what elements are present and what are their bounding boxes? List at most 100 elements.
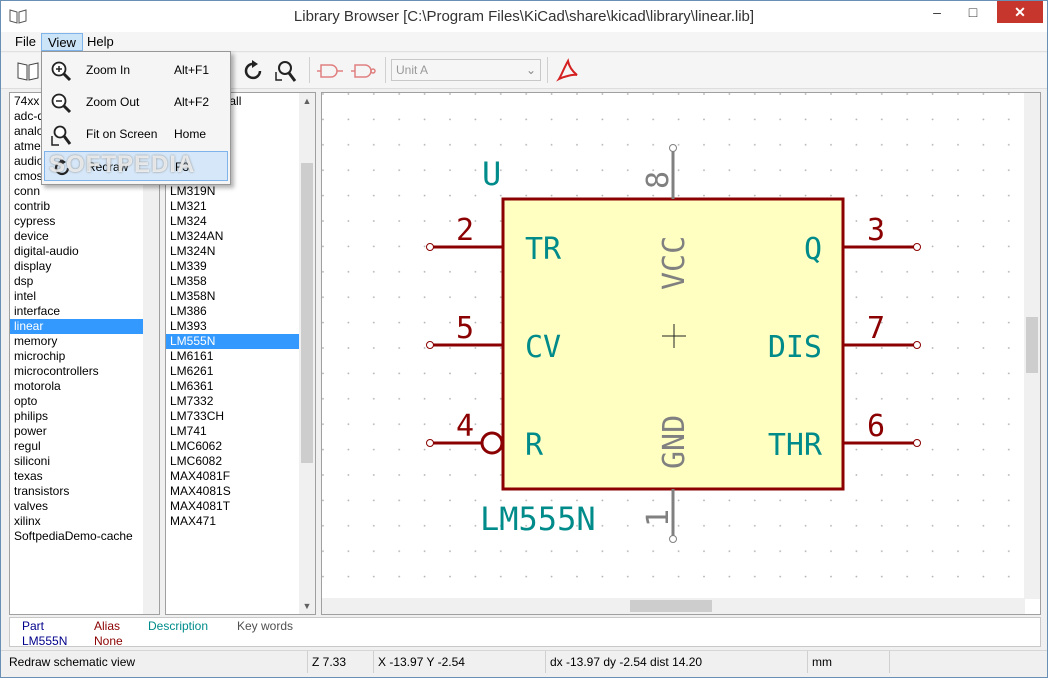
component-list-item[interactable]: LM386 [170, 304, 207, 318]
library-list-item[interactable]: valves [14, 499, 49, 513]
component-list-item[interactable]: LM324AN [170, 229, 224, 243]
library-list-item[interactable]: xilinx [14, 514, 41, 528]
menu-file[interactable]: File [15, 34, 36, 49]
library-list-item[interactable]: cmos [14, 169, 43, 183]
part-header: Part [22, 619, 45, 633]
select-library-icon[interactable] [15, 58, 41, 84]
unit-select-value: Unit A [396, 63, 429, 77]
pin-name: CV [525, 330, 561, 365]
pdf-datasheet-icon[interactable] [555, 58, 581, 84]
menu-item-zoom-in[interactable]: Zoom In Alt+F1 [44, 55, 228, 85]
component-list-item[interactable]: LM6361 [170, 379, 214, 393]
library-list-item[interactable]: motorola [14, 379, 61, 393]
library-list-item[interactable]: linear [10, 319, 143, 334]
unit-select[interactable]: Unit A⌄ [391, 59, 541, 81]
component-list-item[interactable]: MAX4081S [170, 484, 231, 498]
menu-item-fit-on-screen[interactable]: Fit on Screen Home [44, 119, 228, 149]
close-button[interactable]: ✕ [997, 1, 1043, 23]
pin-name: R [525, 428, 544, 463]
pin-number: 4 [456, 409, 474, 444]
component-list-item[interactable]: LM319N [170, 184, 216, 198]
show-demorgan-body-icon[interactable] [351, 58, 377, 84]
library-list-scrollbar[interactable] [143, 93, 159, 614]
component-list-item[interactable]: LM358N [170, 289, 216, 303]
component-list-item[interactable]: MAX4081T [170, 499, 231, 513]
library-list-item[interactable]: opto [14, 394, 38, 408]
component-list-item[interactable]: LM6261 [170, 364, 214, 378]
component-list-item[interactable]: LMC6082 [170, 454, 223, 468]
title-bar[interactable]: Library Browser [C:\Program Files\KiCad\… [1, 1, 1047, 32]
component-body[interactable] [501, 197, 845, 491]
component-list-item[interactable]: LM7332 [170, 394, 214, 408]
pin-end-marker [669, 144, 677, 152]
scroll-thumb[interactable] [301, 163, 313, 463]
library-list-item[interactable]: interface [14, 304, 61, 318]
component-list-item[interactable]: LM393 [170, 319, 207, 333]
library-list-item[interactable]: dsp [14, 274, 34, 288]
component-list-scrollbar[interactable]: ▲ ▼ [299, 93, 315, 614]
library-list-item[interactable]: regul [14, 439, 41, 453]
component-list-item[interactable]: LM6161 [170, 349, 214, 363]
component-list-item[interactable]: LM321 [170, 199, 207, 213]
status-units: mm [807, 651, 887, 673]
pin-number: 6 [867, 409, 885, 444]
pin-end-marker [669, 535, 677, 543]
component-list-item[interactable]: LM324N [170, 244, 216, 258]
pin-end-marker [913, 243, 921, 251]
library-list-item[interactable]: digital-audio [14, 244, 79, 258]
component-list-item[interactable]: LM339 [170, 259, 207, 273]
reference-designator[interactable]: U [482, 155, 501, 193]
library-list-item[interactable]: texas [14, 469, 43, 483]
scroll-thumb[interactable] [1026, 317, 1038, 373]
status-delta: dx -13.97 dy -2.54 dist 14.20 [545, 651, 807, 673]
library-list-item[interactable]: conn [14, 184, 41, 198]
library-list-item[interactable]: power [14, 424, 47, 438]
menu-view[interactable]: View [41, 33, 83, 51]
library-list-item[interactable]: cypress [14, 214, 56, 228]
library-list-item[interactable]: 74xx [14, 94, 40, 108]
component-list-item[interactable]: LM741 [170, 424, 207, 438]
component-value[interactable]: LM555N [480, 500, 596, 538]
status-bar: Redraw schematic view Z 7.33 X -13.97 Y … [1, 650, 1047, 673]
scroll-thumb[interactable] [630, 600, 712, 612]
menu-item-redraw[interactable]: Redraw F3 [44, 151, 228, 181]
component-list-item[interactable]: MAX4081F [170, 469, 231, 483]
menu-item-zoom-out[interactable]: Zoom Out Alt+F2 [44, 87, 228, 117]
minimize-button[interactable]: – [933, 4, 941, 20]
scroll-down-icon[interactable]: ▼ [302, 601, 312, 611]
library-list-item[interactable]: SoftpediaDemo-cache [14, 529, 133, 543]
component-list-item[interactable]: LM358 [170, 274, 207, 288]
library-list-item[interactable]: display [14, 259, 52, 273]
component-list-item[interactable]: MAX471 [170, 514, 217, 528]
component-list-item[interactable]: LM733CH [170, 409, 225, 423]
pin-name: DIS [768, 330, 822, 365]
component-list[interactable]: LM2903smallLM293LM311NLM318NLM319LM319HL… [165, 92, 316, 615]
component-list-item[interactable]: LM555N [166, 334, 299, 349]
library-list-item[interactable]: transistors [14, 484, 70, 498]
maximize-button[interactable]: □ [968, 4, 978, 20]
library-list-item[interactable]: philips [14, 409, 49, 423]
component-list-item[interactable]: LM324 [170, 214, 207, 228]
library-list-item[interactable]: siliconi [14, 454, 51, 468]
canvas-horizontal-scrollbar[interactable] [322, 598, 1025, 614]
show-normal-body-icon[interactable] [317, 58, 343, 84]
library-list-item[interactable]: device [14, 229, 49, 243]
library-list-item[interactable]: microcontrollers [14, 364, 99, 378]
status-message: Redraw schematic view [9, 655, 136, 669]
menu-help[interactable]: Help [87, 34, 114, 49]
keywords-header: Key words [237, 619, 294, 633]
library-list-item[interactable]: atmel [14, 139, 44, 153]
canvas-vertical-scrollbar[interactable] [1024, 93, 1040, 599]
library-list-item[interactable]: intel [14, 289, 37, 303]
status-coordinates: X -13.97 Y -2.54 [373, 651, 543, 673]
redraw-toolbar-icon[interactable] [241, 58, 267, 84]
zoom-fit-toolbar-icon[interactable] [273, 58, 299, 84]
library-list-item[interactable]: audio [14, 154, 44, 168]
library-list-item[interactable]: contrib [14, 199, 51, 213]
library-list-item[interactable]: memory [14, 334, 58, 348]
component-list-item[interactable]: LMC6062 [170, 439, 223, 453]
scroll-up-icon[interactable]: ▲ [302, 96, 312, 106]
library-list-item[interactable]: microchip [14, 349, 66, 363]
